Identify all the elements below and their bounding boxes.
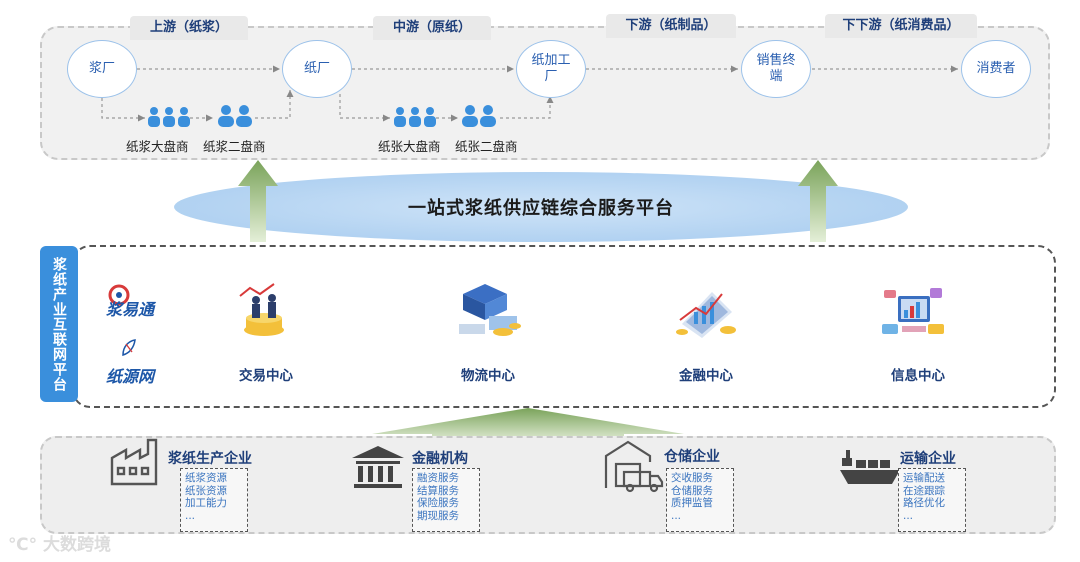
node-paper-mill: 纸厂 <box>282 40 352 98</box>
service-item: 交收服务 <box>671 472 713 484</box>
service-item: 仓储服务 <box>671 484 713 497</box>
bank-icon <box>352 446 404 488</box>
service-item: 在途跟踪 <box>903 484 945 497</box>
wide-up-arrow-icon <box>372 408 684 444</box>
enterprise-warehouse: 仓储企业 <box>664 449 720 465</box>
enterprise-production: 浆纸生产企业 <box>168 451 252 467</box>
finance-icon <box>676 292 736 338</box>
chain-connectors <box>101 65 958 122</box>
dealer-pulp-primary: 纸浆大盘商 <box>126 139 189 154</box>
watermark-text: 大数跨境 <box>43 535 112 555</box>
center-logistics: 物流中心 <box>461 368 515 384</box>
brand-zhiyuanwang: 纸源网 <box>106 367 155 386</box>
people-group-icon <box>148 107 190 127</box>
node-pulp-mill: 浆厂 <box>67 40 137 98</box>
factory-icon <box>110 438 158 486</box>
people-group-icon <box>394 107 436 127</box>
leaf-logo-icon <box>122 339 136 356</box>
service-item: 质押监管 <box>671 497 713 509</box>
up-arrow-icon <box>238 160 278 242</box>
service-item: 运输配送 <box>903 472 945 484</box>
warehouse-icon <box>604 440 664 493</box>
node-sales-terminal: 销售终端 <box>741 40 811 98</box>
service-item: ... <box>185 509 196 522</box>
platform-title: 一站式浆纸供应链综合服务平台 <box>408 198 674 219</box>
trading-icon <box>239 283 284 336</box>
up-arrow-icon <box>798 160 838 242</box>
service-item: ... <box>903 509 914 522</box>
service-item: 纸张资源 <box>185 484 227 497</box>
dealer-paper-primary: 纸张大盘商 <box>378 139 441 154</box>
people-pair-icon <box>218 105 252 127</box>
logistics-icon <box>459 284 521 336</box>
watermark: ℃° 大数跨境 <box>8 530 111 555</box>
stage-upstream: 上游（纸浆） <box>130 16 248 40</box>
stage-consumer-goods: 下下游（纸消费品） <box>825 14 977 38</box>
enterprise-finance: 金融机构 <box>412 451 468 467</box>
dealer-pulp-secondary: 纸浆二盘商 <box>203 139 266 154</box>
service-item: 保险服务 <box>417 497 459 509</box>
services-warehouse: 交收服务 仓储服务 质押监管 ... <box>666 468 734 532</box>
service-item: 融资服务 <box>417 472 459 484</box>
stage-midstream: 中游（原纸） <box>373 16 491 40</box>
platform-ellipse: 一站式浆纸供应链综合服务平台 <box>174 172 908 242</box>
service-item: 加工能力 <box>185 497 227 509</box>
brand-logo-icon <box>108 284 130 306</box>
people-pair-icon <box>462 105 496 127</box>
node-consumer: 消费者 <box>961 40 1031 98</box>
ship-icon <box>840 450 900 484</box>
service-item: 纸浆资源 <box>185 472 227 484</box>
enterprise-transport: 运输企业 <box>900 451 956 467</box>
stage-downstream: 下游（纸制品） <box>606 14 736 38</box>
service-item: ... <box>671 509 682 522</box>
information-icon <box>882 288 944 334</box>
service-item: 结算服务 <box>417 484 459 497</box>
node-paper-processor: 纸加工厂 <box>516 40 586 98</box>
service-item: 路径优化 <box>903 497 945 509</box>
center-finance: 金融中心 <box>679 368 733 384</box>
center-information: 信息中心 <box>891 368 945 384</box>
services-production: 纸浆资源 纸张资源 加工能力 ... <box>180 468 248 532</box>
watermark-logo-icon: ℃° <box>8 535 38 555</box>
dealer-paper-secondary: 纸张二盘商 <box>455 139 518 154</box>
services-finance: 融资服务 结算服务 保险服务 期现服务 <box>412 468 480 532</box>
brand-jiangyitong: 浆易通 <box>106 300 155 319</box>
internet-platform-label: 浆纸产业互联网平台 <box>40 246 78 402</box>
service-item: 期现服务 <box>417 509 459 522</box>
center-trading: 交易中心 <box>239 368 293 384</box>
services-transport: 运输配送 在途跟踪 路径优化 ... <box>898 468 966 532</box>
